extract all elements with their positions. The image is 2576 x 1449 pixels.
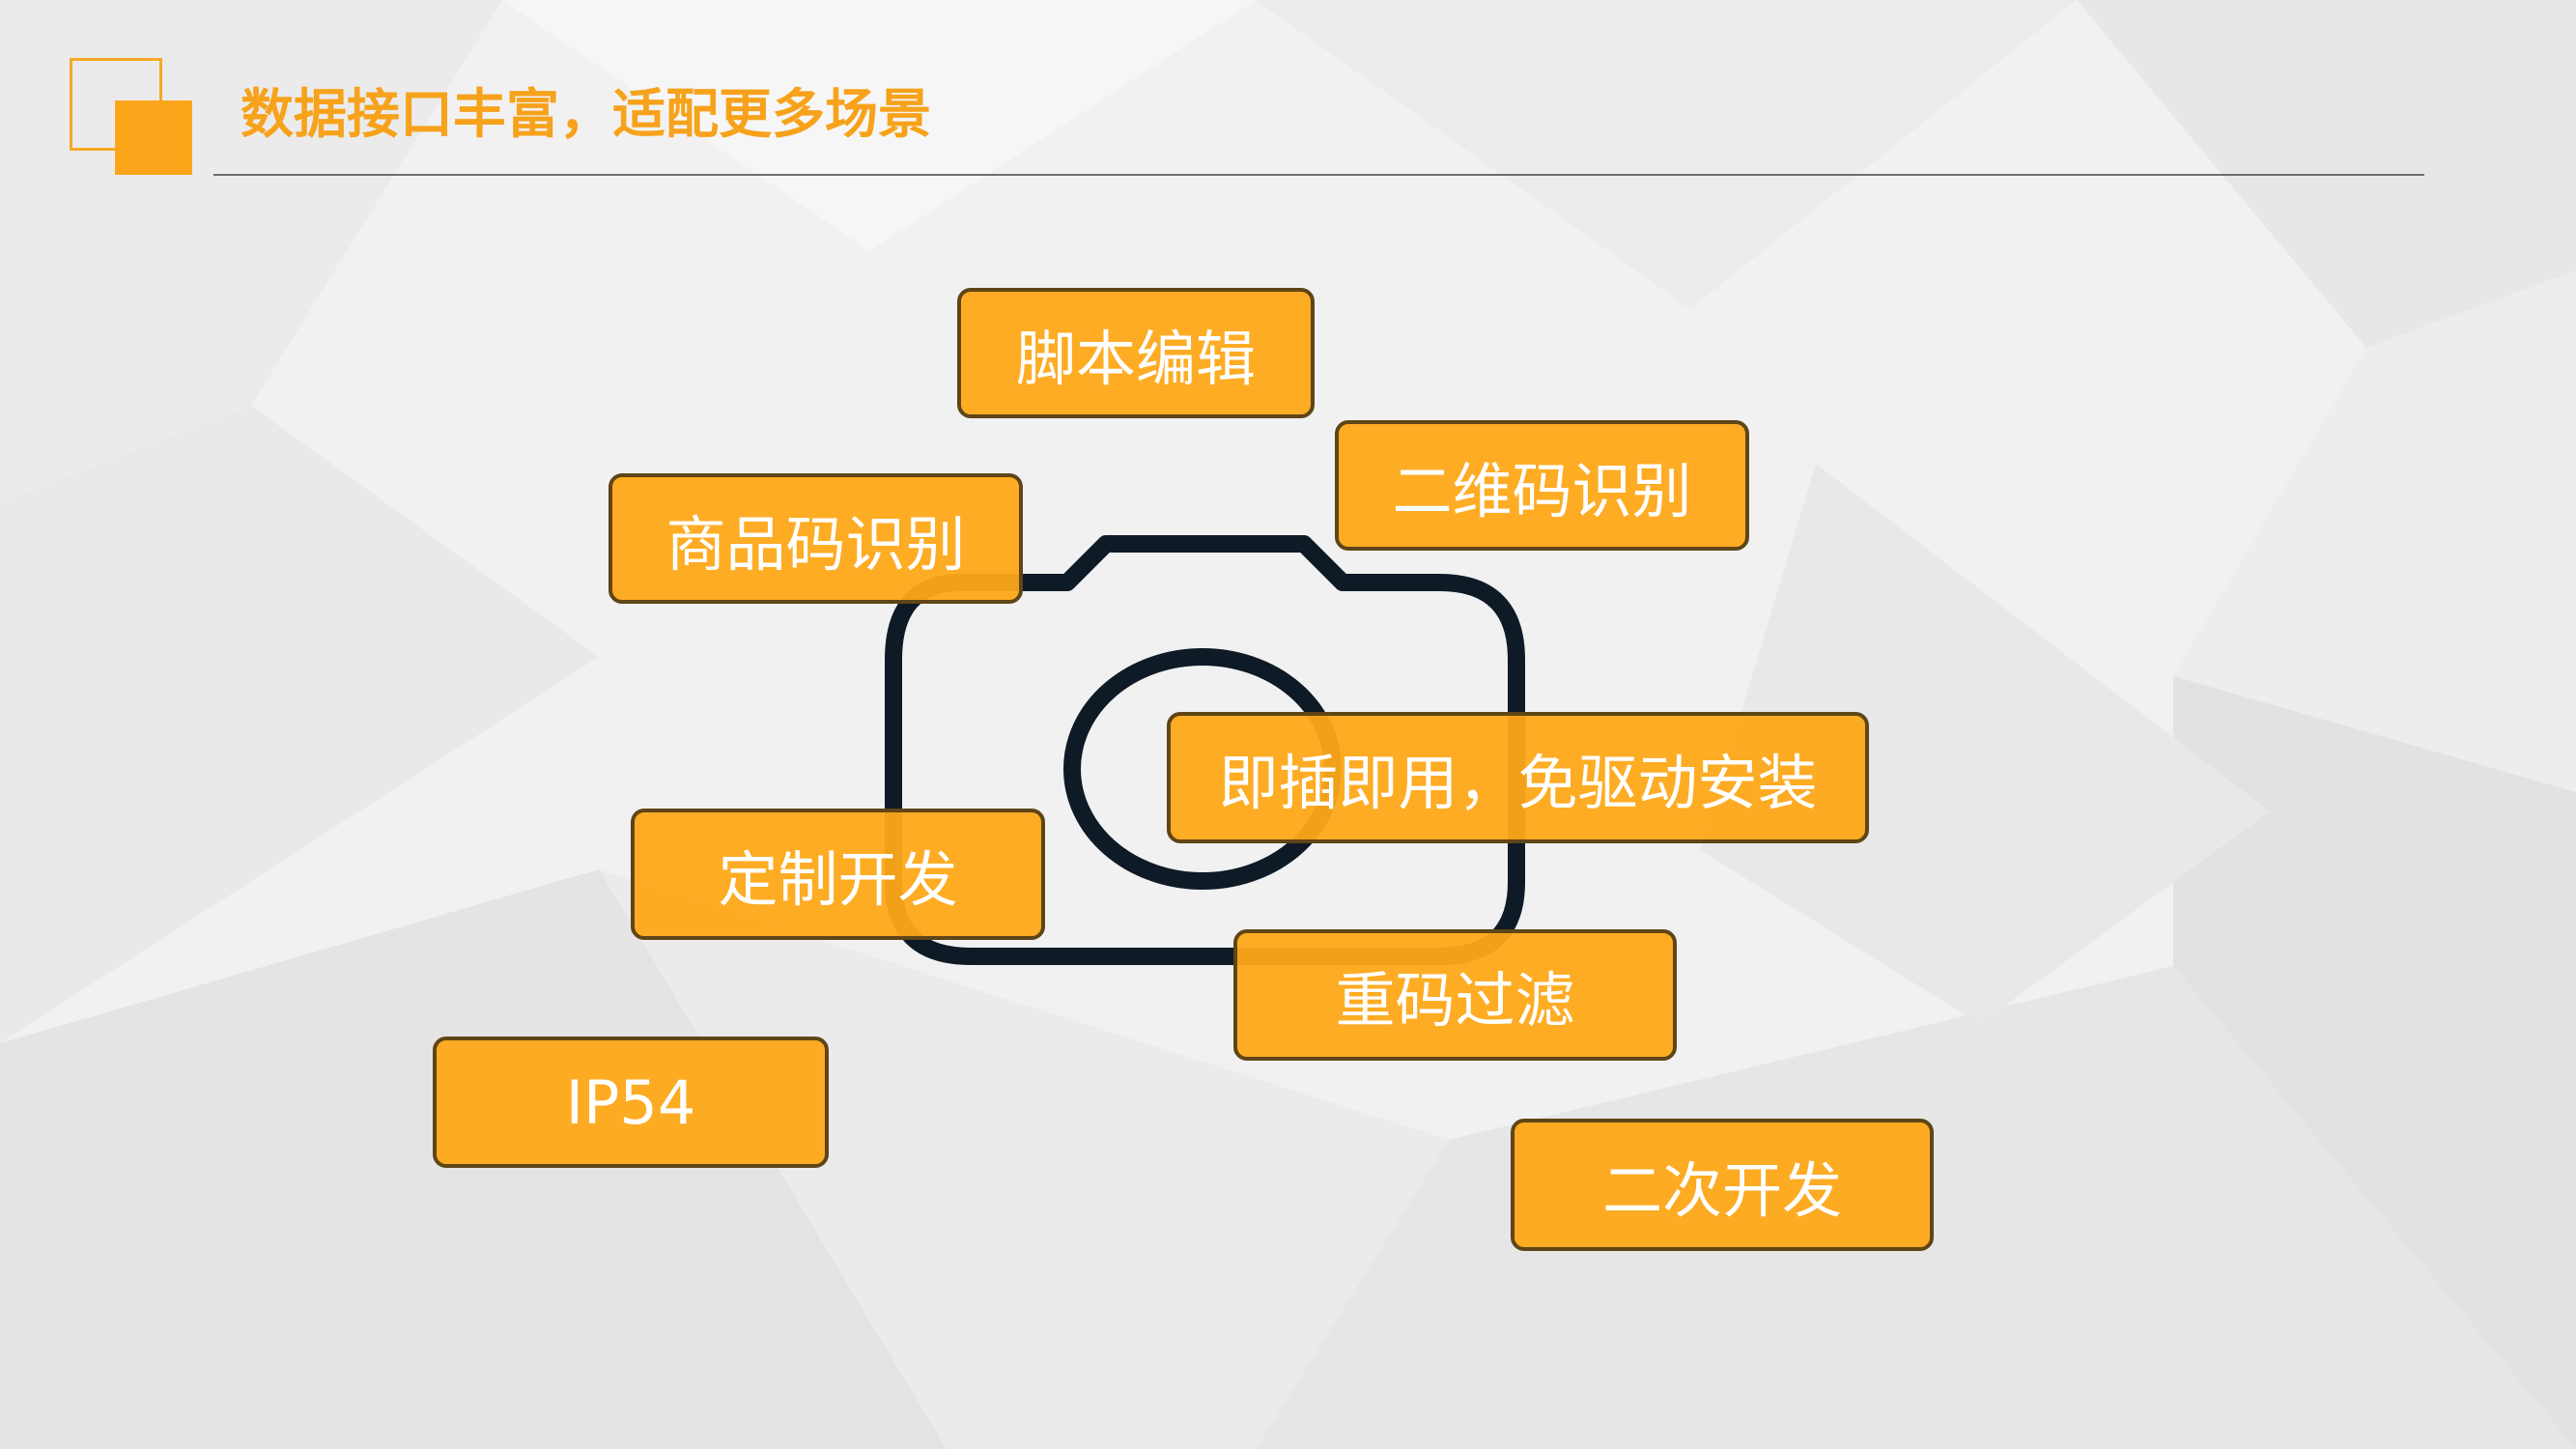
feature-tag-product-code-recognition: 商品码识别 xyxy=(609,473,1023,604)
feature-tag-secondary-development: 二次开发 xyxy=(1511,1119,1934,1251)
feature-tag-plug-and-play: 即插即用，免驱动安装 xyxy=(1167,712,1869,843)
page-title: 数据接口丰富，适配更多场景 xyxy=(241,83,932,145)
feature-tag-duplicate-filter: 重码过滤 xyxy=(1233,929,1677,1061)
feature-tag-ip-rating: IP54 xyxy=(433,1037,829,1168)
feature-tag-custom-development: 定制开发 xyxy=(631,809,1045,940)
logo-filled-square xyxy=(115,100,192,175)
title-divider xyxy=(213,174,2424,176)
feature-tag-qr-recognition: 二维码识别 xyxy=(1335,420,1749,551)
feature-tag-script-edit: 脚本编辑 xyxy=(957,288,1315,418)
